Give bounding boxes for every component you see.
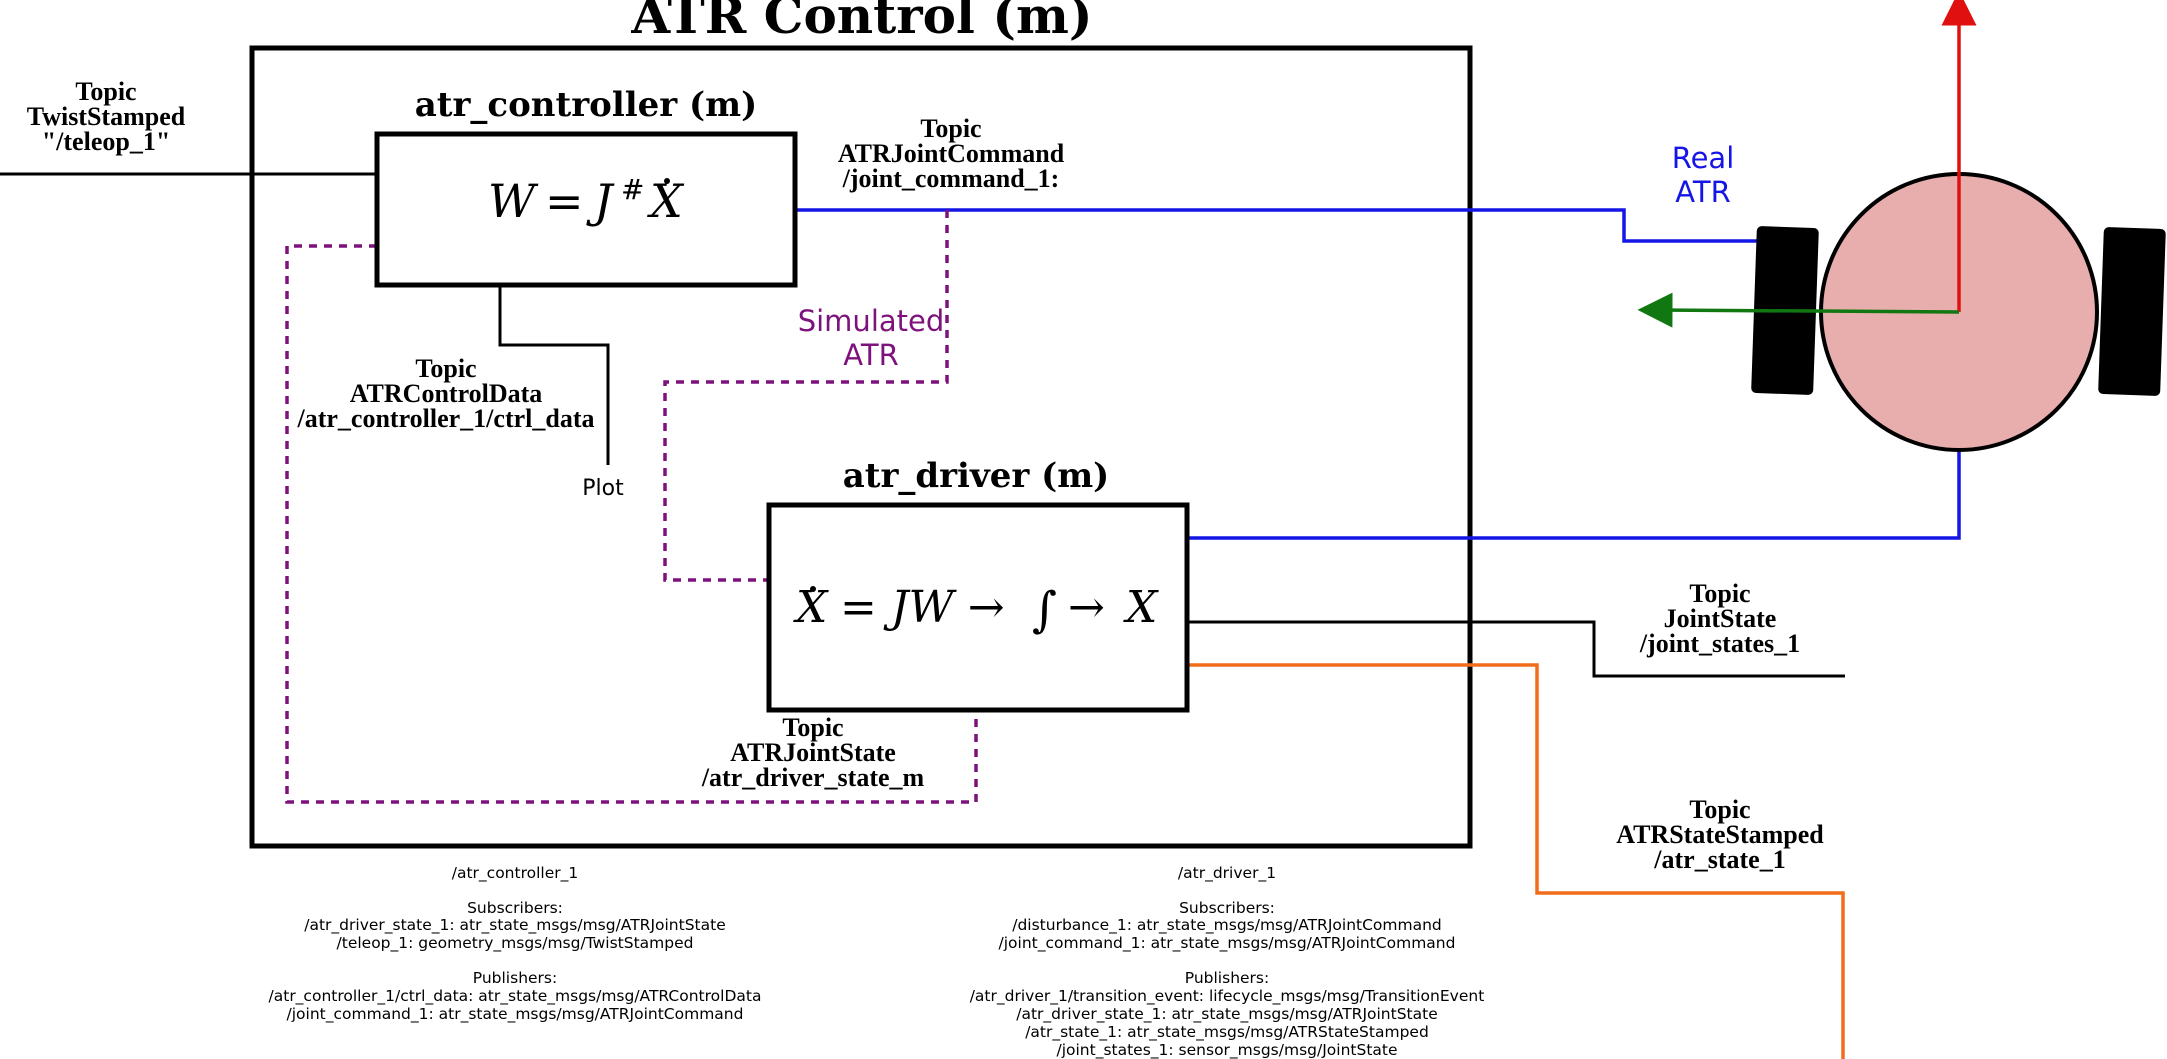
- svg-text:/atr_controller_1/ctrl_data: a: /atr_controller_1/ctrl_data: atr_state_m…: [269, 987, 762, 1006]
- svg-text:/atr_driver_1/transition_event: /atr_driver_1/transition_event: lifecycl…: [970, 987, 1485, 1006]
- svg-text:= JW →: = JW →: [840, 582, 1005, 633]
- svg-text:/atr_driver_state_1: atr_state: /atr_driver_state_1: atr_state_msgs/msg/…: [1016, 1005, 1437, 1024]
- svg-text:/atr_controller_1: /atr_controller_1: [452, 864, 578, 883]
- svg-text:/joint_command_1: atr_state_ms: /joint_command_1: atr_state_msgs/msg/ATR…: [999, 934, 1456, 953]
- svg-text:Simulated: Simulated: [798, 304, 945, 338]
- real-atr-state-link: [1187, 452, 1961, 540]
- svg-text:/atr_state_1: /atr_state_1: [1653, 845, 1785, 874]
- atr-driver-box: [766, 502, 1190, 713]
- robot-illustration: [1637, 0, 2166, 452]
- joint-command-real-link: [795, 208, 1757, 243]
- svg-text:#: #: [621, 173, 644, 206]
- svg-text:"/teleop_1": "/teleop_1": [42, 127, 171, 156]
- driver-state-feedback-link: [285, 244, 978, 804]
- joint-command-topic-label: Topic ATRJointCommand /joint_command_1:: [838, 114, 1065, 193]
- ctrl-data-plot-link: [498, 285, 610, 465]
- svg-text:→: →: [1068, 582, 1105, 633]
- svg-text:/joint_states_1: sensor_msgs/m: /joint_states_1: sensor_msgs/msg/JointSt…: [1056, 1041, 1397, 1059]
- atr-state-topic-label: Topic ATRStateStamped /atr_state_1: [1616, 795, 1824, 874]
- driver-equation: X = JW → ∫ → X: [793, 582, 1159, 638]
- svg-text:Publishers:: Publishers:: [1185, 969, 1269, 987]
- svg-text:/joint_command_1:: /joint_command_1:: [842, 164, 1060, 193]
- diagram-title: ATR Control (m): [630, 0, 1092, 45]
- svg-text:ATR: ATR: [1675, 175, 1730, 209]
- driver-node-info: /atr_driver_1 Subscribers: /disturbance_…: [970, 864, 1485, 1059]
- svg-text:Publishers:: Publishers:: [473, 969, 557, 987]
- teleop-topic-label: Topic TwistStamped "/teleop_1": [27, 77, 186, 156]
- svg-text:=: =: [545, 174, 584, 228]
- real-atr-label: Real ATR: [1672, 141, 1735, 209]
- svg-text:/disturbance_1: atr_state_msgs: /disturbance_1: atr_state_msgs/msg/ATRJo…: [1012, 916, 1442, 935]
- svg-text:ATR: ATR: [843, 338, 898, 372]
- y-axis-arrow: [1637, 292, 1960, 328]
- svg-text:Subscribers:: Subscribers:: [1179, 899, 1275, 917]
- atr-state-link: [1187, 663, 1845, 1059]
- svg-text:Topic: Topic: [782, 713, 843, 742]
- atr-control-frame: [249, 45, 1473, 849]
- driver-state-topic-label: Topic ATRJointState /atr_driver_state_m: [701, 713, 925, 792]
- svg-text:/atr_state_1: atr_state_msgs/m: /atr_state_1: atr_state_msgs/msg/ATRStat…: [1025, 1023, 1429, 1042]
- svg-text:Topic: Topic: [1689, 579, 1750, 608]
- svg-text:W: W: [488, 174, 539, 228]
- joint-states-link: [1187, 620, 1845, 678]
- svg-text:TwistStamped: TwistStamped: [27, 102, 186, 131]
- svg-text:/joint_command_1: atr_state_ms: /joint_command_1: atr_state_msgs/msg/ATR…: [287, 1005, 744, 1024]
- atr-controller-box: [374, 131, 798, 288]
- svg-text:Subscribers:: Subscribers:: [467, 899, 563, 917]
- svg-text:/atr_controller_1/ctrl_data: /atr_controller_1/ctrl_data: [297, 404, 595, 433]
- plot-label: Plot: [582, 476, 624, 501]
- simulated-atr-link: [663, 210, 949, 582]
- svg-text:JointState: JointState: [1664, 604, 1777, 633]
- controller-node-info: /atr_controller_1 Subscribers: /atr_driv…: [269, 864, 762, 1024]
- svg-text:ATRControlData: ATRControlData: [350, 379, 543, 408]
- right-wheel: [2098, 227, 2166, 396]
- svg-text:/joint_states_1: /joint_states_1: [1639, 629, 1800, 658]
- svg-text:/atr_driver_1: /atr_driver_1: [1178, 864, 1276, 883]
- atr-controller-title: atr_controller (m): [415, 85, 757, 125]
- atr-driver-title: atr_driver (m): [843, 456, 1110, 496]
- ctrl-data-topic-label: Topic ATRControlData /atr_controller_1/c…: [297, 354, 595, 433]
- simulated-atr-label: Simulated ATR: [798, 304, 945, 372]
- svg-text:X: X: [1123, 582, 1159, 633]
- svg-text:/teleop_1: geometry_msgs/msg/T: /teleop_1: geometry_msgs/msg/TwistStampe…: [337, 934, 694, 953]
- joint-states-topic-label: Topic JointState /joint_states_1: [1639, 579, 1800, 658]
- svg-text:Topic: Topic: [415, 354, 476, 383]
- svg-text:/atr_driver_state_1: atr_state: /atr_driver_state_1: atr_state_msgs/msg/…: [304, 916, 725, 935]
- svg-text:ATRStateStamped: ATRStateStamped: [1616, 820, 1824, 849]
- svg-text:∫: ∫: [1032, 582, 1057, 638]
- svg-text:Topic: Topic: [75, 77, 136, 106]
- svg-text:/atr_driver_state_m: /atr_driver_state_m: [701, 763, 925, 792]
- svg-text:Topic: Topic: [920, 114, 981, 143]
- svg-text:Real: Real: [1672, 141, 1735, 175]
- svg-text:ATRJointState: ATRJointState: [730, 738, 896, 767]
- svg-text:Topic: Topic: [1689, 795, 1750, 824]
- svg-text:ATRJointCommand: ATRJointCommand: [838, 139, 1065, 168]
